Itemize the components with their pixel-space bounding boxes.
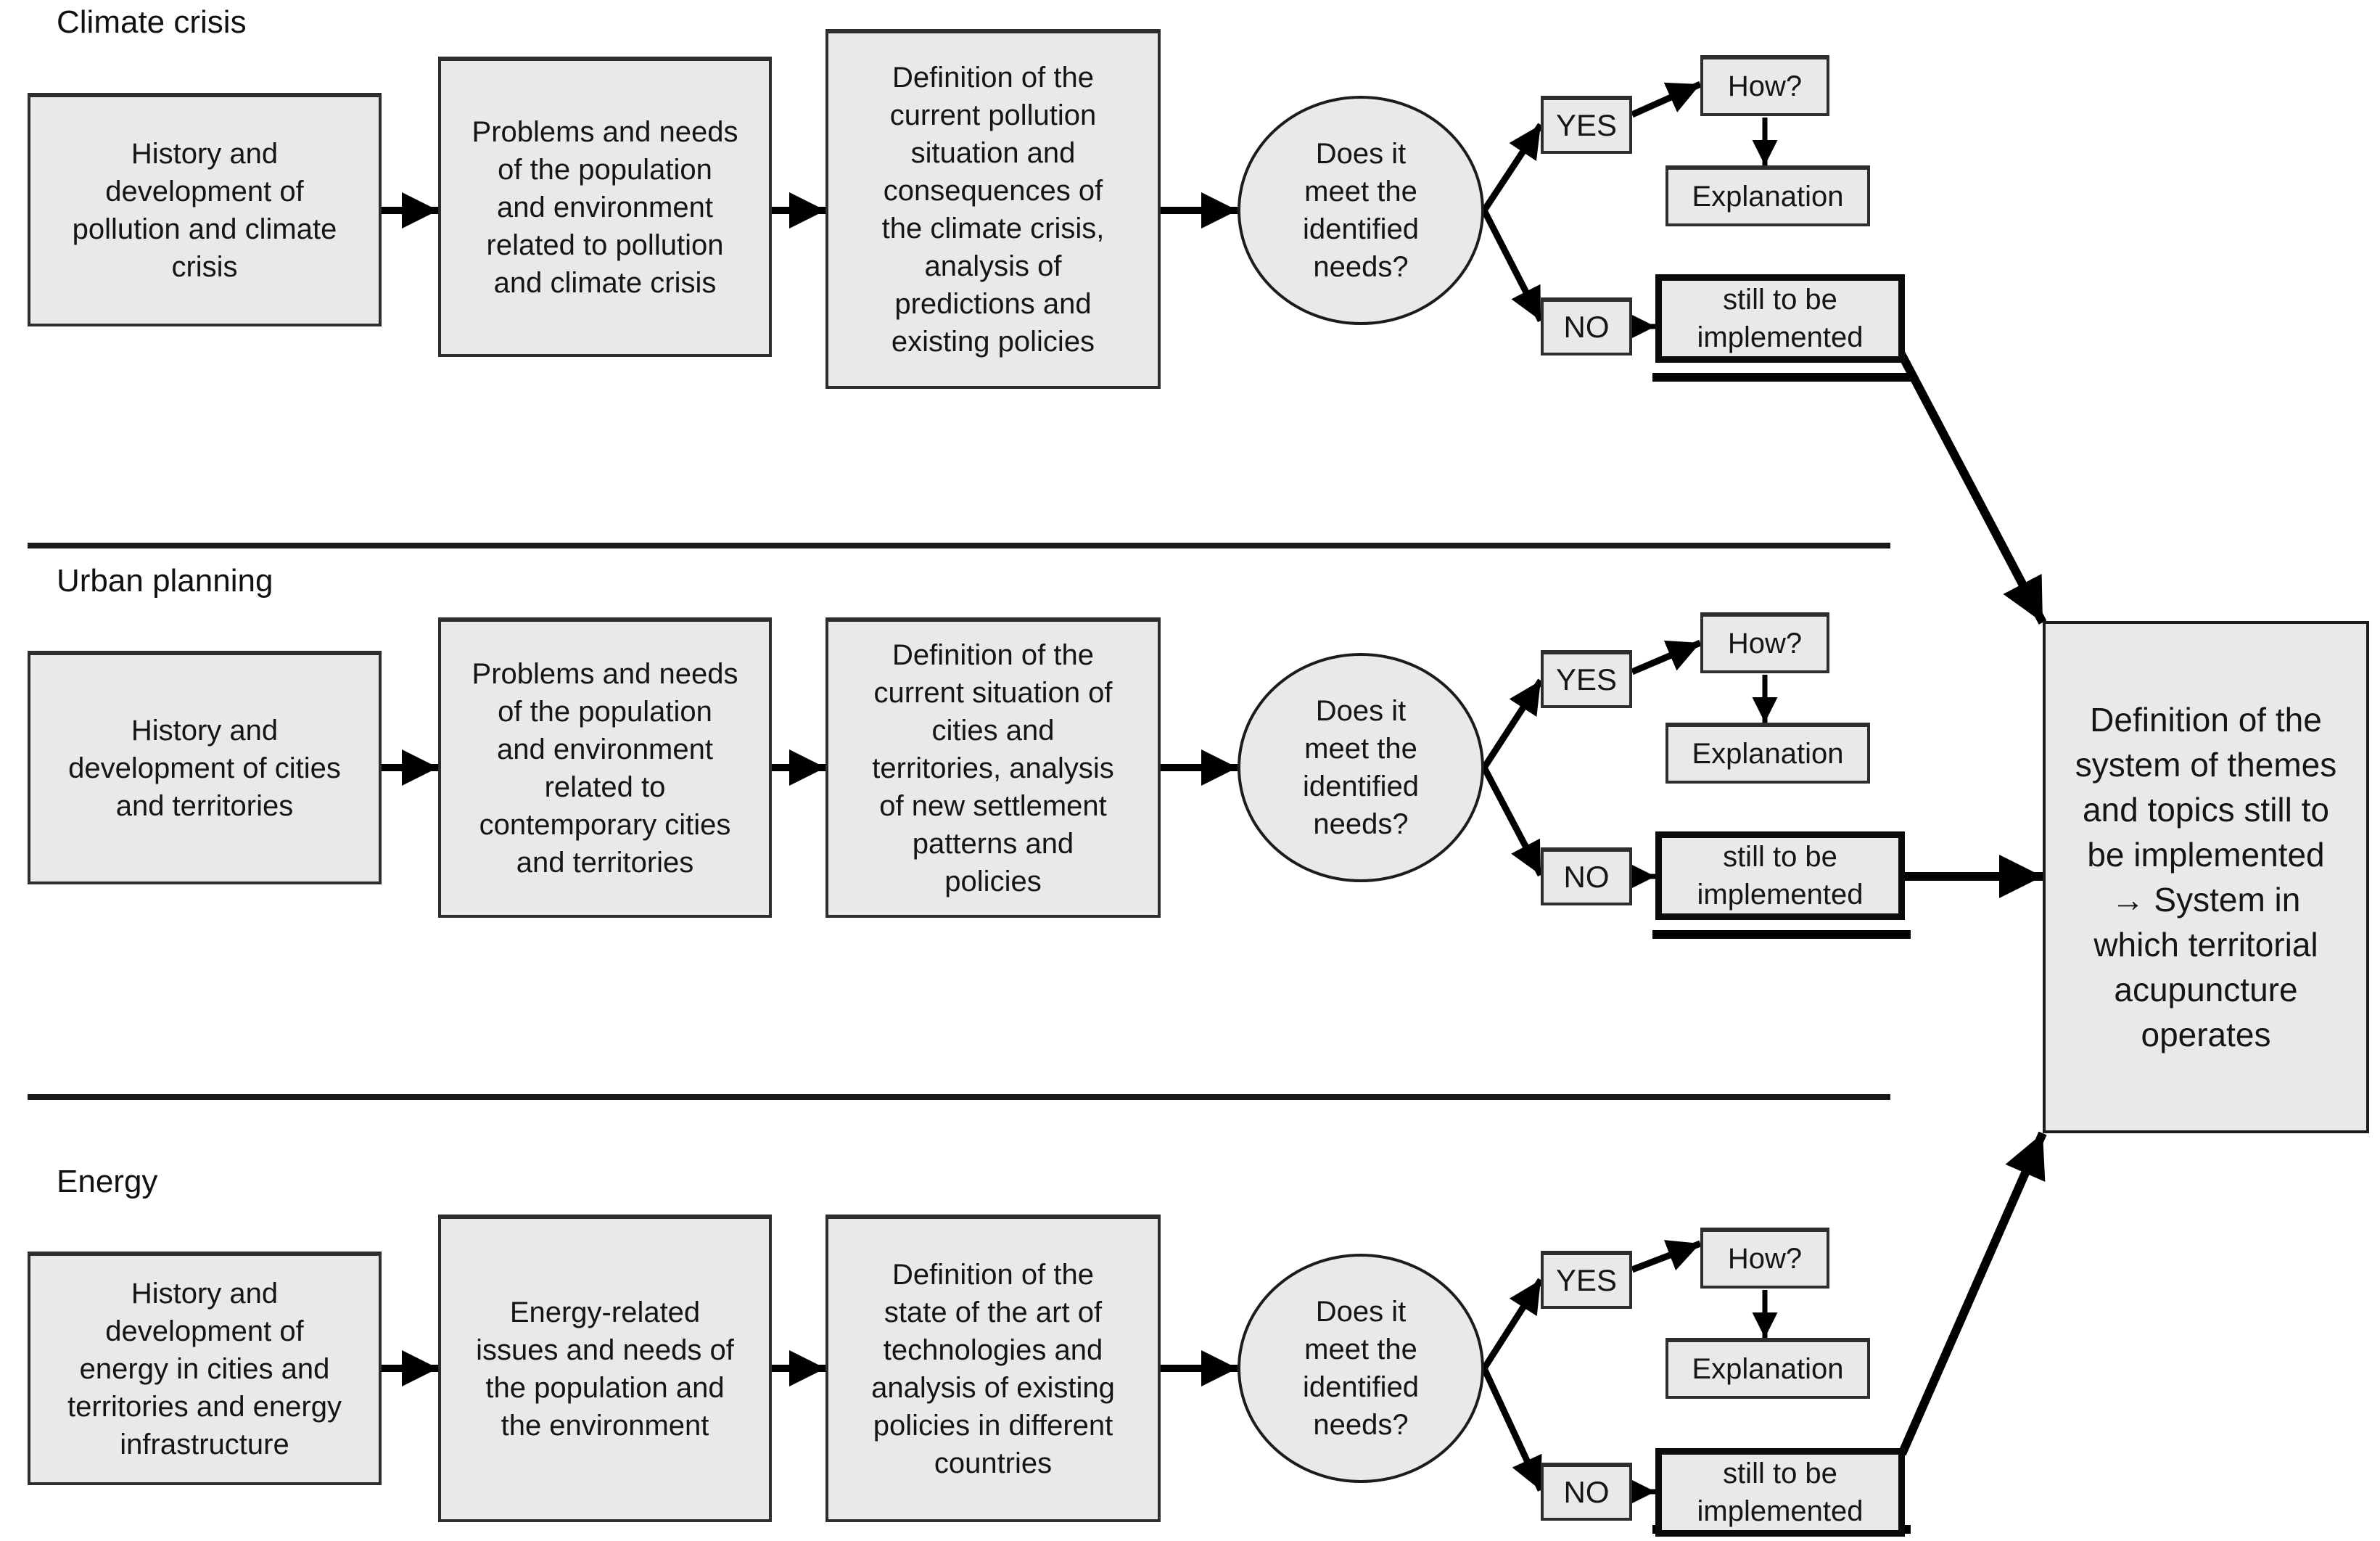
row3-problems-box: Energy-related issues and needs of the p… — [438, 1215, 772, 1522]
arrow-row3-still-outcome — [1898, 1131, 2047, 1456]
section-title-urban-planning: Urban planning — [57, 563, 273, 599]
section-title-climate-crisis: Climate crisis — [57, 4, 247, 40]
arrow-row1-yes-how — [1631, 81, 1702, 118]
row3-definition-box: Definition of the state of the art of te… — [825, 1215, 1161, 1522]
row1-decision-ellipse: Does it meet the identified needs? — [1238, 96, 1484, 325]
row1-no-box: NO — [1541, 297, 1632, 356]
row2-still-to-be-implemented-box: still to be implemented — [1655, 831, 1905, 920]
arrow-row3-decision-yes — [1481, 1278, 1544, 1371]
arrow-row2-decision-yes — [1481, 678, 1544, 770]
row1-yes-box: YES — [1541, 96, 1632, 154]
row2-how-box: How? — [1700, 612, 1829, 673]
row2-yes-box: YES — [1541, 650, 1632, 708]
arrow-row3-decision-no — [1481, 1367, 1544, 1492]
arrow-row2-yes-how — [1631, 639, 1702, 675]
row2-history-box: History and development of cities and te… — [28, 651, 382, 884]
row2-problems-box: Problems and needs of the population and… — [438, 617, 772, 918]
row3-still-to-be-implemented-box: still to be implemented — [1655, 1448, 1905, 1537]
row3-how-box: How? — [1700, 1228, 1829, 1289]
section-title-energy: Energy — [57, 1164, 158, 1199]
row1-history-box: History and development of pollution and… — [28, 93, 382, 326]
row3-decision-ellipse: Does it meet the identified needs? — [1238, 1254, 1484, 1483]
row2-definition-box: Definition of the current situation of c… — [825, 617, 1161, 918]
row1-explanation-box: Explanation — [1665, 165, 1870, 226]
arrow-row1-decision-yes — [1481, 123, 1544, 213]
row1-problems-box: Problems and needs of the population and… — [438, 57, 772, 357]
arrow-row1-still-outcome — [1895, 348, 2047, 625]
row3-no-box: NO — [1541, 1463, 1632, 1521]
row3-explanation-box: Explanation — [1665, 1338, 1870, 1399]
row2-no-box: NO — [1541, 847, 1632, 905]
row2-decision-ellipse: Does it meet the identified needs? — [1238, 653, 1484, 882]
arrow-row1-decision-no — [1481, 208, 1544, 323]
row2-explanation-box: Explanation — [1665, 723, 1870, 784]
arrow-row3-yes-how — [1631, 1240, 1702, 1273]
row3-history-box: History and development of energy in cit… — [28, 1252, 382, 1485]
outcome-system-box: Definition of the system of themes and t… — [2043, 621, 2369, 1133]
row1-still-to-be-implemented-box: still to be implemented — [1655, 274, 1905, 363]
row1-how-box: How? — [1700, 55, 1829, 116]
row1-definition-box: Definition of the current pollution situ… — [825, 29, 1161, 389]
arrow-row2-decision-no — [1481, 765, 1544, 877]
row3-yes-box: YES — [1541, 1251, 1632, 1309]
